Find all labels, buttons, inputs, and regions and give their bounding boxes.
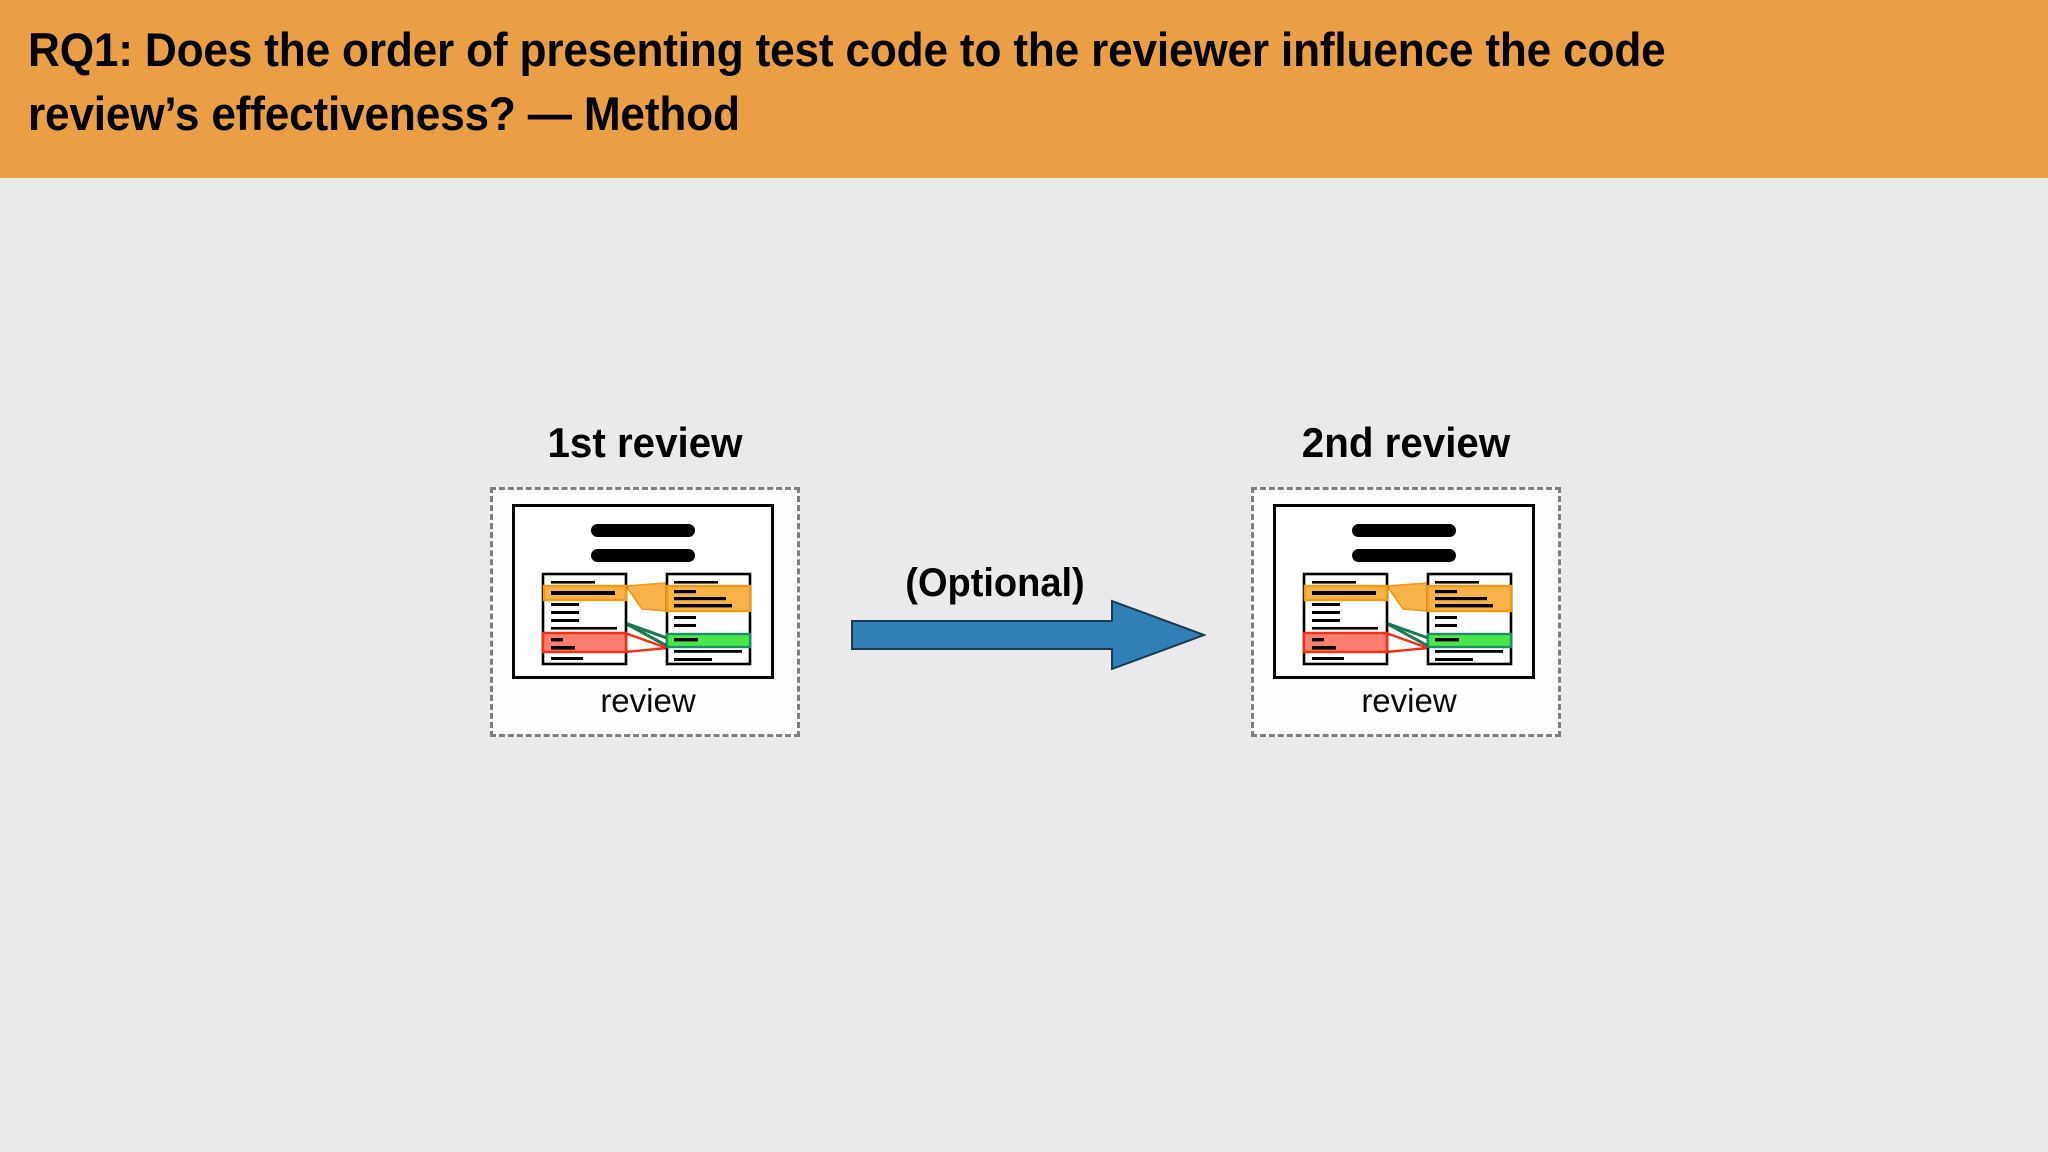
code-review-diff-icon — [512, 504, 774, 679]
diff-illustration — [541, 524, 752, 666]
slide-body: 1st review — [0, 178, 2048, 1152]
review-step-2: 2nd review — [1251, 420, 1561, 737]
review-step-1-caption: review — [600, 682, 696, 719]
review-step-1-card: review — [490, 487, 800, 737]
page-title: RQ1: Does the order of presenting test c… — [28, 23, 1666, 140]
optional-transition: (Optional) — [845, 561, 1206, 671]
code-review-diff-icon — [1273, 504, 1535, 679]
optional-label: (Optional) — [905, 561, 1085, 605]
right-arrow-icon — [851, 599, 1206, 671]
header-bar: RQ1: Does the order of presenting test c… — [0, 0, 2048, 178]
review-step-1-heading: 1st review — [547, 419, 743, 466]
review-step-2-card: review — [1251, 487, 1561, 737]
review-step-1: 1st review — [490, 420, 800, 737]
diff-illustration — [1302, 524, 1513, 666]
review-step-2-heading: 2nd review — [1301, 419, 1511, 466]
review-step-2-caption: review — [1361, 682, 1457, 719]
